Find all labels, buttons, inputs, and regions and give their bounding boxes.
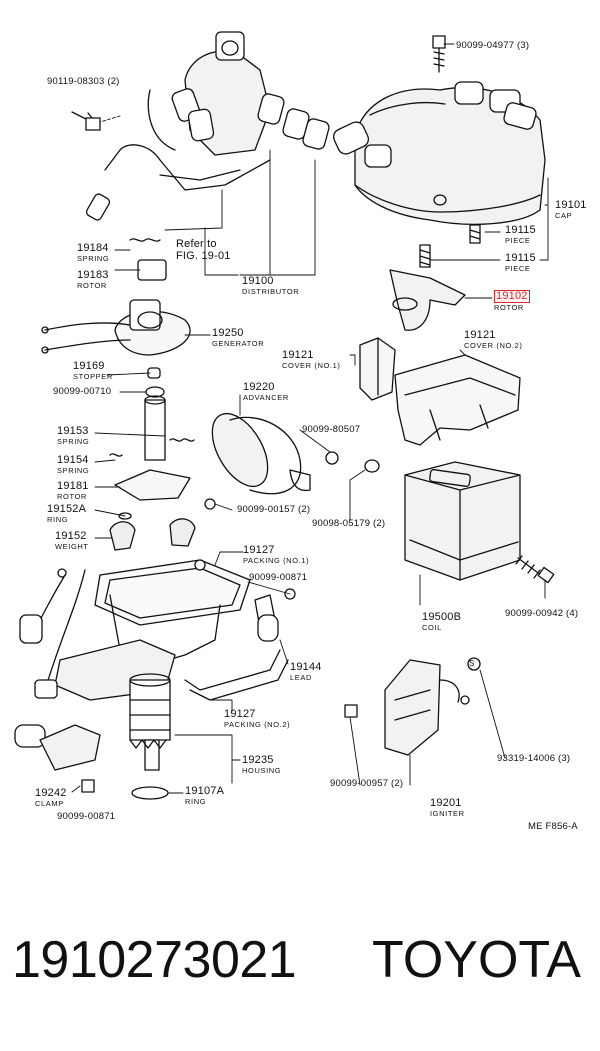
part-label-90099-80507: 90099-80507 (302, 424, 361, 435)
carbon-piece-drawing (419, 224, 481, 268)
generator-drawing (41, 299, 191, 356)
part-label-90099-00157: 90099-00157 (2) (237, 504, 311, 515)
governor-shaft-drawing (109, 395, 195, 501)
part-number-text: 1910273021 (12, 931, 297, 989)
cover-drawing (359, 337, 521, 446)
part-label-90099-00957: 90099-00957 (2) (330, 778, 404, 789)
rotor-drawing (389, 269, 466, 331)
packing-2-drawing (184, 649, 281, 691)
part-label-90099-00871-bottom: 90099-00871 (57, 811, 116, 822)
coil-drawing (364, 459, 521, 581)
bolt-symbol-label: S (469, 659, 475, 668)
small-spring-drawing (129, 238, 167, 281)
leader-lines (71, 43, 549, 794)
part-label-93319-14006: 93319-14006 (3) (497, 753, 571, 764)
weight-drawing (109, 512, 196, 551)
clamp-drawing (39, 724, 101, 771)
advancer-drawing (211, 413, 339, 495)
part-label-90099-00710: 90099-00710 (53, 386, 112, 397)
distributor-upper-drawing (71, 31, 330, 221)
cap-bolt-drawing (432, 35, 446, 73)
figure-code: ME F856-A (528, 821, 578, 832)
coil-screw-drawing (515, 555, 555, 584)
part-label-90099-00942: 90099-00942 (4) (505, 608, 579, 619)
distributor-cap-drawing (332, 81, 546, 225)
part-label-90099-04977: 90099-04977 (3) (456, 40, 530, 51)
brand-text: TOYOTA (372, 931, 581, 989)
part-label-90119-08303: 90119-08303 (2) (47, 76, 120, 87)
housing-body-drawing (54, 498, 296, 800)
igniter-drawing (344, 657, 481, 756)
diagram-drawing (14, 31, 555, 800)
clamp-screw-drawing (81, 779, 95, 793)
o-ring-drawing (131, 786, 169, 800)
part-label-90098-05179: 90098-05179 (2) (312, 518, 386, 529)
wiring-harness-drawing (14, 568, 86, 748)
packing-2-edge (189, 659, 289, 701)
highlighted-part-number: 19102 (494, 290, 530, 303)
lead-drawing (254, 594, 279, 642)
part-label-90099-00871-top: 90099-00871 (249, 572, 308, 583)
